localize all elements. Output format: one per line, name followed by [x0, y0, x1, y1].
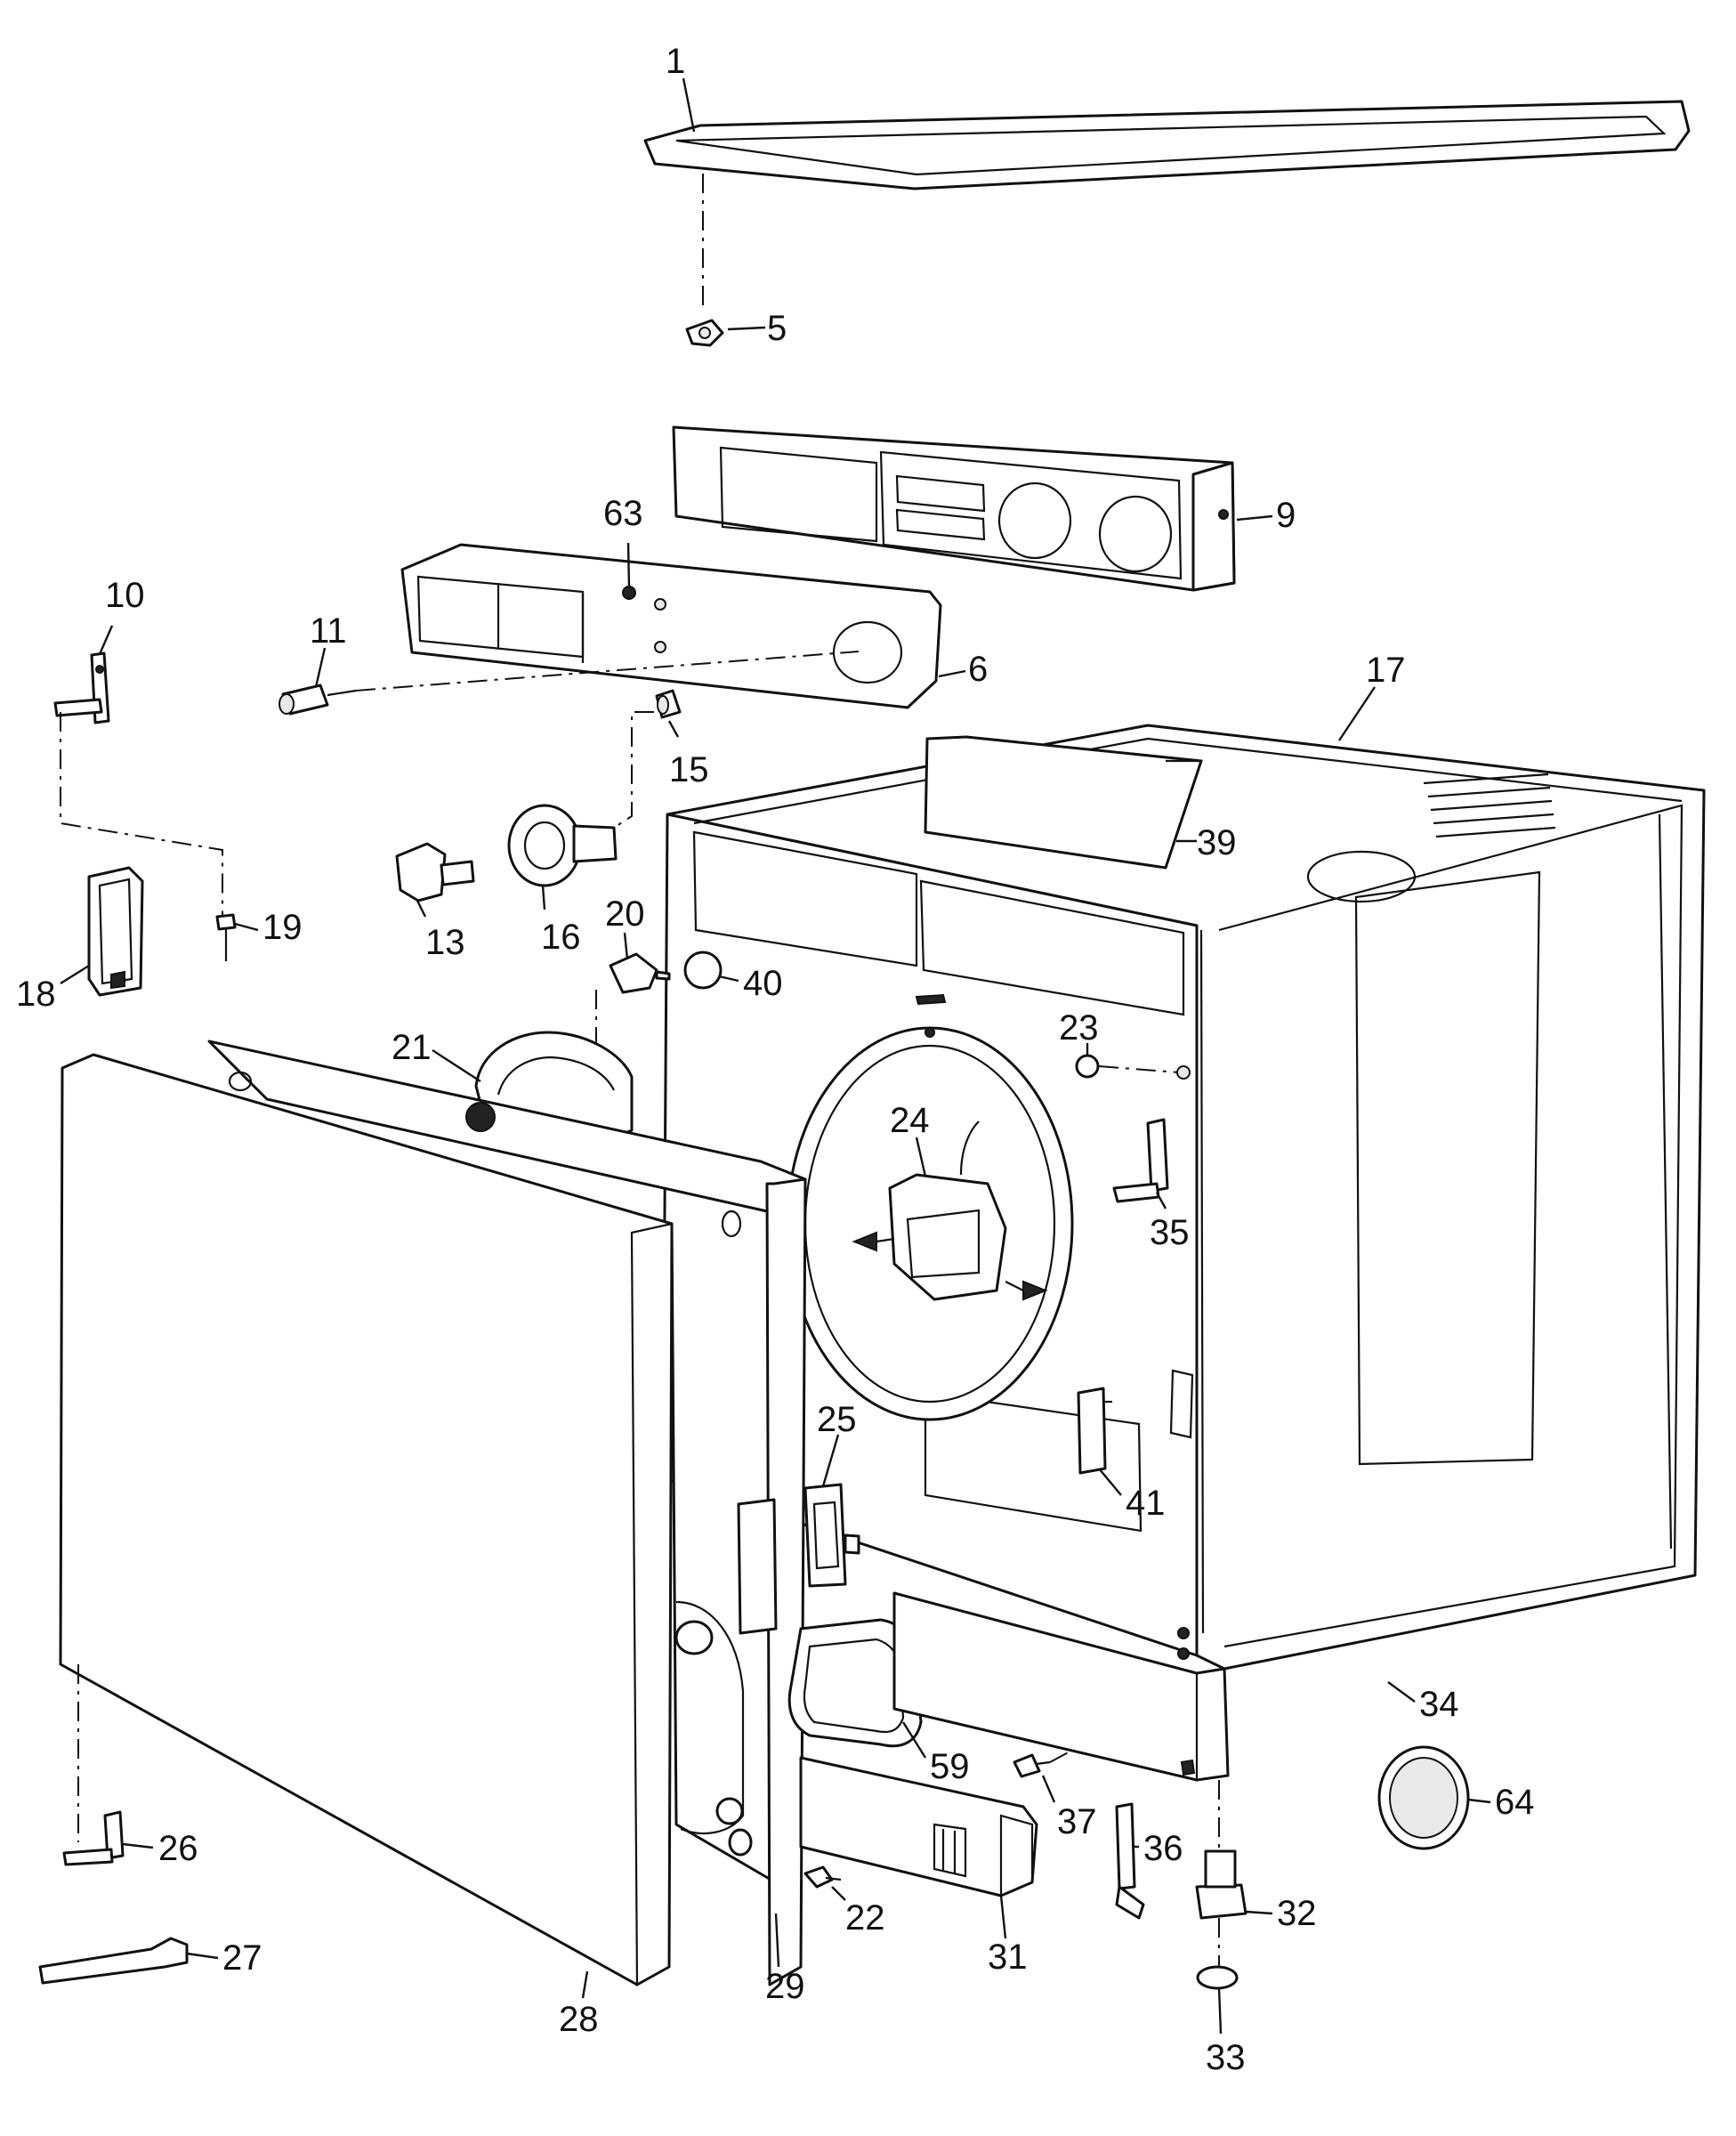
callout-9: 9 — [1276, 496, 1296, 535]
part-clip-41 — [1077, 1387, 1112, 1475]
part-switch-25 — [803, 1483, 860, 1588]
callout-labels: 1 5 9 63 10 11 6 17 15 39 13 16 19 18 20… — [16, 42, 1535, 2077]
callout-28: 28 — [559, 2000, 599, 2039]
part-hinge-plate-18 — [87, 866, 144, 997]
callout-59: 59 — [930, 1747, 970, 1786]
callout-23: 23 — [1059, 1008, 1099, 1048]
callout-22: 22 — [845, 1898, 885, 1938]
part-bracket-10 — [53, 651, 110, 724]
callout-27: 27 — [222, 1938, 262, 1978]
callout-34: 34 — [1419, 1685, 1459, 1724]
callout-6: 6 — [968, 650, 988, 689]
callout-40: 40 — [743, 964, 783, 1003]
part-filter-39 — [924, 735, 1203, 870]
callout-41: 41 — [1126, 1484, 1166, 1523]
callout-24: 24 — [890, 1101, 930, 1140]
part-fitting-15 — [655, 689, 682, 719]
callout-16: 16 — [541, 918, 581, 957]
part-knob-13 — [395, 842, 475, 902]
callout-36: 36 — [1143, 1829, 1183, 1868]
part-washer-33 — [1196, 1965, 1239, 1990]
callout-19: 19 — [262, 908, 303, 947]
part-screw-37 — [1013, 1753, 1051, 1778]
part-bracket-36 — [1115, 1802, 1145, 1920]
callout-11: 11 — [310, 611, 347, 651]
callout-20: 20 — [605, 894, 645, 934]
callout-26: 26 — [158, 1829, 198, 1868]
callout-31: 31 — [988, 1938, 1028, 1977]
callout-21: 21 — [392, 1028, 432, 1067]
part-bracket-26 — [62, 1810, 125, 1866]
part-drum-edge — [1306, 773, 1556, 903]
part-knob-housing-16 — [507, 804, 618, 887]
callout-32: 32 — [1277, 1894, 1317, 1933]
part-control-panel-rear — [672, 425, 1236, 592]
part-hose-27 — [38, 1937, 189, 1985]
part-cap-40 — [683, 951, 723, 990]
part-screw-11 — [279, 684, 357, 716]
callout-17: 17 — [1366, 651, 1406, 690]
part-bracket-35 — [1112, 1118, 1169, 1203]
callout-25: 25 — [817, 1400, 857, 1439]
callout-35: 35 — [1150, 1213, 1190, 1252]
callout-1: 1 — [666, 42, 685, 81]
part-clip-5 — [685, 319, 724, 347]
part-base-34 — [892, 1591, 1230, 1782]
callout-15: 15 — [669, 750, 709, 789]
callout-13: 13 — [425, 923, 465, 962]
part-control-panel-front — [400, 543, 942, 709]
part-thermostat-20 — [609, 952, 671, 994]
part-pin-19 — [215, 913, 237, 961]
leader-lines — [60, 77, 1491, 2035]
part-foot-32 — [1195, 1849, 1247, 1920]
callout-18: 18 — [16, 975, 56, 1014]
part-plinth-31 — [799, 1756, 1038, 1897]
callout-37: 37 — [1057, 1802, 1097, 1841]
part-door-panel-28 — [59, 1053, 674, 1986]
callout-63: 63 — [603, 494, 643, 533]
callout-33: 33 — [1206, 2038, 1246, 2077]
callout-29: 29 — [765, 1967, 805, 2006]
part-round-cover-64 — [1377, 1745, 1470, 1850]
part-cap-23 — [1075, 1054, 1191, 1080]
callout-39: 39 — [1197, 823, 1237, 862]
callout-64: 64 — [1495, 1783, 1535, 1822]
part-lock-24 — [852, 1121, 1048, 1301]
part-top-cover — [643, 100, 1691, 190]
part-door-frame-29 — [207, 1040, 807, 1986]
callout-5: 5 — [767, 309, 787, 348]
callout-10: 10 — [105, 576, 145, 615]
part-screw-22 — [803, 1865, 842, 1889]
